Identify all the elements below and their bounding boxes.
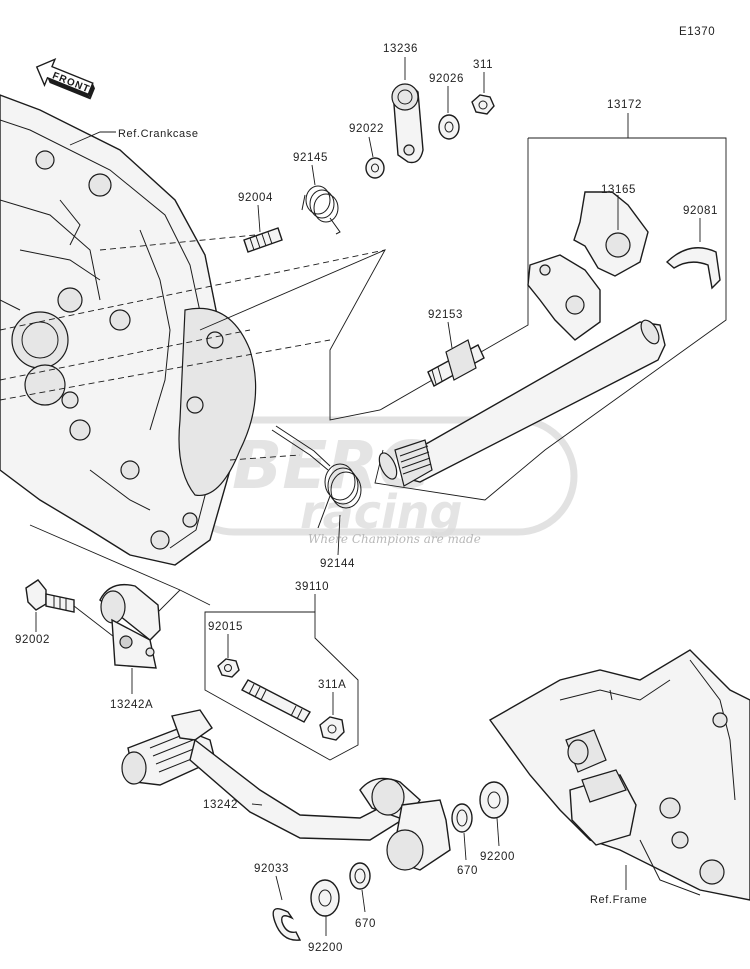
shift-shaft-assembly-outline bbox=[29, 137, 727, 621]
part-tie-rod bbox=[241, 679, 311, 723]
label-92022: 92022 bbox=[349, 123, 384, 135]
label-92015: 92015 bbox=[208, 621, 243, 633]
part-92145-spring bbox=[301, 164, 341, 235]
part-92200-washer-right bbox=[479, 781, 509, 847]
part-13236-lever bbox=[391, 57, 424, 164]
diagram-code: E1370 bbox=[679, 26, 715, 38]
label-92002: 92002 bbox=[15, 634, 50, 646]
label-92144: 92144 bbox=[320, 558, 355, 570]
part-92033-circlip bbox=[272, 875, 302, 941]
ref-frame-label: Ref.Frame bbox=[590, 894, 647, 906]
part-shift-shaft bbox=[378, 254, 666, 487]
label-13236: 13236 bbox=[383, 43, 418, 55]
crankcase-illustration bbox=[0, 94, 257, 566]
label-92033: 92033 bbox=[254, 863, 289, 875]
part-13242-pedal bbox=[121, 709, 451, 871]
part-311-nut bbox=[471, 72, 495, 115]
part-311A-nut bbox=[319, 692, 345, 741]
part-670-seal-right bbox=[451, 803, 473, 861]
label-311A: 311A bbox=[318, 679, 346, 691]
label-39110: 39110 bbox=[295, 581, 329, 593]
label-13242A: 13242A bbox=[110, 699, 153, 711]
part-92144-spring bbox=[271, 425, 362, 556]
front-arrow-icon: FRONT bbox=[35, 57, 95, 100]
leader-dash-1 bbox=[0, 249, 386, 331]
part-92015-nut bbox=[217, 634, 240, 678]
part-13242A-clamp bbox=[99, 583, 161, 694]
label-13242: 13242 bbox=[203, 799, 238, 811]
label-92081: 92081 bbox=[683, 205, 718, 217]
label-13165: 13165 bbox=[601, 184, 636, 196]
leader-dash-2 bbox=[0, 339, 331, 401]
part-13165-plate bbox=[573, 191, 649, 277]
watermark-logo: BERG racing Where Champions are made bbox=[174, 416, 578, 546]
leader-dash-3 bbox=[0, 329, 251, 381]
leader-39110 bbox=[204, 611, 359, 761]
label-311: 311 bbox=[473, 59, 493, 71]
part-92022-washer bbox=[365, 136, 385, 179]
part-92004-stud bbox=[243, 204, 283, 253]
part-92200-washer-bottom bbox=[310, 879, 340, 936]
part-92002-bolt bbox=[25, 579, 119, 641]
watermark-racing: racing bbox=[300, 485, 462, 539]
label-92004: 92004 bbox=[238, 192, 273, 204]
label-92153: 92153 bbox=[428, 309, 463, 321]
label-92026: 92026 bbox=[429, 73, 464, 85]
label-670-bottom: 670 bbox=[355, 918, 376, 930]
part-670-seal-bottom bbox=[349, 862, 371, 913]
label-92200-right: 92200 bbox=[480, 851, 515, 863]
leader-crankcase bbox=[69, 131, 116, 146]
leader-dash-5 bbox=[229, 454, 301, 461]
label-13172: 13172 bbox=[607, 99, 642, 111]
part-92153-pin bbox=[427, 321, 485, 387]
part-92081-clip bbox=[665, 218, 721, 290]
label-92200-bottom: 92200 bbox=[308, 942, 343, 954]
watermark-tagline: Where Champions are made bbox=[308, 532, 481, 546]
frame-illustration bbox=[488, 649, 750, 901]
label-92145: 92145 bbox=[293, 152, 328, 164]
ref-crankcase-label: Ref.Crankcase bbox=[118, 128, 199, 140]
part-92026-washer bbox=[438, 86, 460, 140]
leader-dash-4 bbox=[99, 234, 256, 251]
label-670-right: 670 bbox=[457, 865, 478, 877]
